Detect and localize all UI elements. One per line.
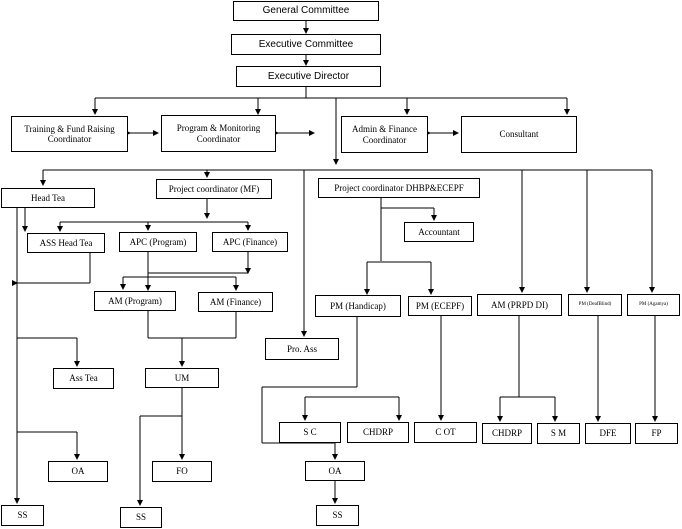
am-program-box: AM (Program) bbox=[94, 291, 176, 311]
am-program-label: AM (Program) bbox=[108, 295, 162, 306]
ss-box-2: SS bbox=[120, 507, 162, 528]
executive-committee-box: Executive Committee bbox=[231, 34, 381, 55]
chdrp-box-1: CHDRP bbox=[347, 422, 409, 443]
cot-label: C OT bbox=[435, 427, 456, 438]
executive-director-label: Executive Director bbox=[267, 70, 350, 82]
am-prpd-di-label: AM (PRPD DI) bbox=[490, 299, 548, 310]
training-fund-raising-coordinator-box: Training & Fund Raising Coordinator bbox=[11, 116, 128, 152]
ass-head-tea-box: ASS Head Tea bbox=[27, 233, 105, 253]
accountant-box: Accountant bbox=[404, 222, 474, 242]
apc-program-box: APC (Program) bbox=[119, 232, 197, 252]
pm-ecepf-box: PM (ECEPF) bbox=[408, 296, 472, 316]
head-tea-box: Head Tea bbox=[1, 188, 95, 208]
apc-finance-label: APC (Finance) bbox=[222, 236, 278, 247]
pm-handicap-box: PM (Handicap) bbox=[315, 295, 401, 317]
admin-finance-coordinator-label: Admin & Finance Coordinator bbox=[352, 124, 417, 145]
pm-deafblind-label: PM (DeafBlind) bbox=[578, 302, 612, 308]
fp-box: FP bbox=[635, 423, 678, 444]
am-prpd-di-box: AM (PRPD DI) bbox=[477, 294, 562, 316]
am-finance-box: AM (Finance) bbox=[198, 292, 273, 312]
oa-box-2: OA bbox=[305, 461, 365, 481]
fp-label: FP bbox=[651, 428, 662, 439]
oa-label-2: OA bbox=[328, 465, 342, 476]
accountant-label: Accountant bbox=[418, 226, 460, 237]
sm-box: S M bbox=[537, 423, 580, 444]
program-monitoring-coordinator-box: Program & Monitoring Coordinator bbox=[161, 115, 276, 152]
executive-director-box: Executive Director bbox=[236, 66, 381, 87]
chdrp-box-2: CHDRP bbox=[482, 423, 532, 444]
consultant-box: Consultant bbox=[461, 116, 577, 153]
apc-finance-box: APC (Finance) bbox=[212, 232, 288, 252]
apc-program-label: APC (Program) bbox=[129, 236, 187, 247]
general-committee-box: General Committee bbox=[233, 1, 379, 21]
pm-deafblind-box: PM (DeafBlind) bbox=[568, 294, 622, 316]
project-coordinator-mf-label: Project coordinator (MF) bbox=[168, 183, 260, 194]
ass-tea-label: Ass Tea bbox=[69, 373, 98, 384]
ss-label-3: SS bbox=[332, 510, 343, 521]
cot-box: C OT bbox=[414, 422, 477, 443]
pm-agamya-label: PM (Agamya) bbox=[639, 302, 668, 308]
ss-box-1: SS bbox=[1, 505, 44, 526]
executive-committee-label: Executive Committee bbox=[258, 38, 354, 50]
dfe-label: DFE bbox=[599, 428, 617, 439]
project-coordinator-dhbp-ecepf-label: Project coordinator DHBP&ECEPF bbox=[334, 182, 464, 193]
ss-label-1: SS bbox=[17, 510, 28, 521]
fo-box: FO bbox=[152, 461, 212, 482]
admin-finance-coordinator-box: Admin & Finance Coordinator bbox=[341, 116, 428, 153]
project-coordinator-mf-box: Project coordinator (MF) bbox=[156, 179, 272, 199]
pro-ass-label: Pro. Ass bbox=[286, 343, 317, 354]
pm-handicap-label: PM (Handicap) bbox=[330, 300, 386, 311]
consultant-label: Consultant bbox=[499, 129, 539, 140]
oa-label-1: OA bbox=[71, 466, 85, 477]
project-coordinator-dhbp-ecepf-box: Project coordinator DHBP&ECEPF bbox=[318, 178, 480, 198]
ss-label-2: SS bbox=[135, 512, 146, 523]
chdrp-label-2: CHDRP bbox=[491, 428, 522, 439]
training-fund-raising-coordinator-label: Training & Fund Raising Coordinator bbox=[24, 123, 115, 144]
general-committee-label: General Committee bbox=[262, 5, 350, 17]
oa-box-1: OA bbox=[48, 461, 108, 482]
ass-head-tea-label: ASS Head Tea bbox=[39, 237, 93, 248]
pm-agamya-box: PM (Agamya) bbox=[627, 294, 680, 316]
ss-box-3: SS bbox=[316, 505, 359, 526]
sc-label: S C bbox=[303, 427, 317, 438]
head-tea-label: Head Tea bbox=[31, 192, 65, 203]
sm-label: S M bbox=[550, 428, 567, 439]
pm-ecepf-label: PM (ECEPF) bbox=[415, 300, 465, 311]
am-finance-label: AM (Finance) bbox=[209, 296, 262, 307]
um-label: UM bbox=[174, 372, 190, 383]
ass-tea-box: Ass Tea bbox=[53, 368, 114, 389]
dfe-box: DFE bbox=[585, 423, 631, 444]
sc-box: S C bbox=[279, 422, 341, 443]
chdrp-label-1: CHDRP bbox=[362, 427, 393, 438]
fo-label: FO bbox=[176, 466, 188, 477]
program-monitoring-coordinator-label: Program & Monitoring Coordinator bbox=[176, 123, 261, 144]
pro-ass-box: Pro. Ass bbox=[265, 338, 339, 360]
um-box: UM bbox=[145, 368, 219, 388]
